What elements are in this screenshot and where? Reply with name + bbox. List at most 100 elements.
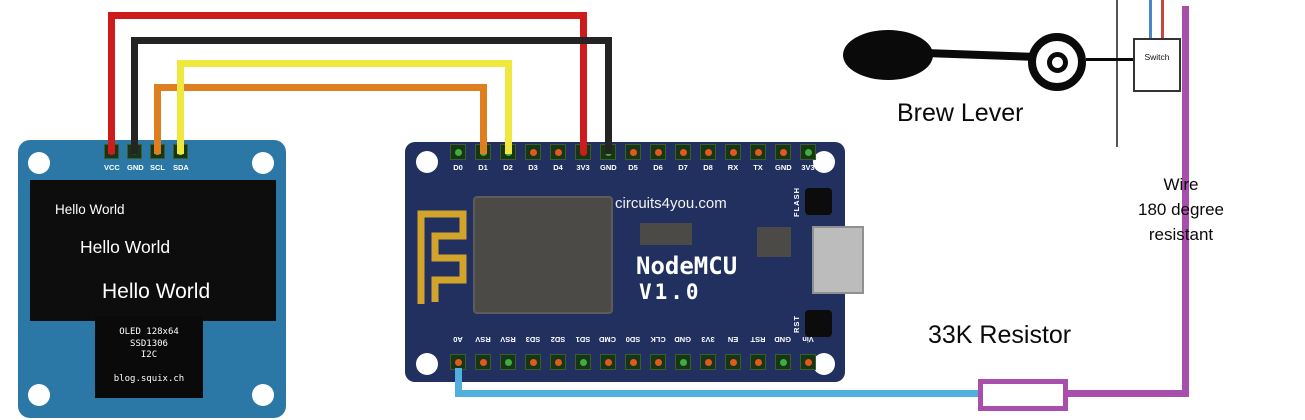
oled-module: VCC GND SCL SDA Hello World Hello World … bbox=[18, 140, 286, 418]
oled-pin-label: VCC bbox=[104, 163, 120, 172]
pin-label: TX bbox=[753, 163, 763, 172]
board-version-text: V1.0 bbox=[639, 280, 702, 304]
pin-label: D8 bbox=[703, 163, 713, 172]
pin-label: Vin bbox=[802, 335, 814, 344]
wire-note-line: 180 degree bbox=[1137, 200, 1225, 219]
pin-label: GND bbox=[774, 335, 791, 344]
pin-label: 3V3 bbox=[801, 163, 815, 172]
pin-label: CLK bbox=[650, 335, 666, 344]
wire-orange-horizontal bbox=[154, 84, 487, 91]
oled-pin-labels: VCC GND SCL SDA bbox=[104, 163, 189, 172]
wire-black-horizontal bbox=[131, 37, 612, 44]
pin-d5 bbox=[625, 144, 641, 160]
oled-screen-text: Hello World bbox=[102, 280, 211, 303]
oled-screen-text: Hello World bbox=[80, 237, 171, 257]
pin-rst bbox=[750, 354, 766, 370]
pin-d6 bbox=[650, 144, 666, 160]
resistor-33k bbox=[978, 379, 1068, 411]
pin-label: A0 bbox=[453, 335, 463, 344]
wire-note-line: resistant bbox=[1148, 225, 1214, 244]
pin-label: RX bbox=[727, 163, 739, 172]
nodemcu-bottom-pin-labels: A0 RSV RSV SD3 SD2 SD1 CMD SD0 CLK GND 3… bbox=[450, 335, 816, 344]
oled-chip-label-line: OLED 128x64 bbox=[119, 327, 179, 337]
pin-d7 bbox=[675, 144, 691, 160]
wire-purple-vertical bbox=[1182, 6, 1189, 397]
pin-label: RSV bbox=[475, 335, 491, 344]
pin-label: D6 bbox=[653, 163, 663, 172]
oled-pin-header bbox=[104, 144, 188, 159]
pin-sd1 bbox=[575, 354, 591, 370]
oled-chip-label-line: I2C bbox=[140, 350, 158, 360]
pin-label: SD0 bbox=[625, 335, 641, 344]
pin-3v3c bbox=[700, 354, 716, 370]
pin-label: D1 bbox=[478, 163, 488, 172]
nodemcu-mount-hole bbox=[416, 151, 438, 173]
nodemcu-mount-hole bbox=[813, 353, 835, 375]
pin-sd2 bbox=[550, 354, 566, 370]
panel-boundary-line bbox=[1116, 0, 1118, 147]
chip-component bbox=[640, 223, 692, 245]
oled-chip-label-footer: blog.squix.ch bbox=[113, 373, 185, 384]
pin-label: 3V3 bbox=[576, 163, 590, 172]
oled-pin-label: SCL bbox=[150, 163, 165, 172]
pin-label: RSV bbox=[500, 335, 516, 344]
oled-chip-label-line: SSD1306 bbox=[130, 338, 168, 349]
usb-connector bbox=[812, 226, 864, 294]
oled-screen: Hello World Hello World Hello World bbox=[30, 180, 276, 321]
wire-red-horizontal bbox=[108, 12, 587, 19]
pin-3v3b bbox=[800, 144, 816, 160]
pin-label: SD1 bbox=[575, 335, 591, 344]
wire-red-vertical-mcu bbox=[580, 12, 587, 154]
wire-purple-horizontal bbox=[1068, 390, 1189, 397]
wire-orange-vertical-oled bbox=[154, 84, 161, 154]
brew-lever-link bbox=[1086, 58, 1134, 61]
pin-label: D3 bbox=[528, 163, 538, 172]
pin-label: GND bbox=[600, 163, 617, 172]
board-model-text: NodeMCU bbox=[636, 252, 738, 280]
pin-gnd4 bbox=[775, 354, 791, 370]
wire-note-line: Wire bbox=[1163, 175, 1199, 194]
pin-label: D4 bbox=[553, 163, 563, 172]
pin-label: GND bbox=[674, 335, 691, 344]
pin-vin bbox=[800, 354, 816, 370]
pin-label: D0 bbox=[453, 163, 463, 172]
wire-black-vertical-mcu bbox=[605, 37, 612, 154]
brew-lever-handle bbox=[843, 30, 933, 80]
wifi-antenna-trace bbox=[417, 210, 467, 304]
pin-rsv1 bbox=[475, 354, 491, 370]
pin-tx bbox=[750, 144, 766, 160]
oled-mount-hole bbox=[28, 384, 50, 406]
pin-label: EN bbox=[727, 335, 739, 344]
board-brand-text: circuits4you.com bbox=[615, 195, 727, 212]
pin-sd3 bbox=[525, 354, 541, 370]
pin-d0 bbox=[450, 144, 466, 160]
oled-pin-label: GND bbox=[127, 163, 144, 172]
flash-button-label: FLASH bbox=[792, 187, 801, 217]
wire-note: Wire 180 degree resistant bbox=[1122, 172, 1240, 247]
nodemcu-top-pin-labels: D0 D1 D2 D3 D4 3V3 GND D5 D6 D7 D8 RX TX… bbox=[450, 163, 816, 172]
brew-lever-pivot-center bbox=[1046, 51, 1068, 73]
pin-gnd2 bbox=[775, 144, 791, 160]
pin-en bbox=[725, 354, 741, 370]
wire-yellow-vertical-oled bbox=[177, 60, 184, 154]
pin-label: 3V3 bbox=[701, 335, 715, 344]
oled-chip-label: OLED 128x64 SSD1306 I2C blog.squix.ch bbox=[95, 316, 203, 398]
switch-feed-wire-blue bbox=[1149, 0, 1152, 40]
nodemcu-mount-hole bbox=[813, 151, 835, 173]
nodemcu-board: D0 D1 D2 D3 D4 3V3 GND D5 D6 D7 D8 RX TX… bbox=[405, 142, 864, 382]
oled-mount-hole bbox=[252, 152, 274, 174]
nodemcu-mount-hole bbox=[416, 353, 438, 375]
pin-clk bbox=[650, 354, 666, 370]
brew-lever-label: Brew Lever bbox=[897, 99, 1024, 127]
wire-orange-vertical-mcu bbox=[480, 84, 487, 154]
pin-d4 bbox=[550, 144, 566, 160]
pin-label: CMD bbox=[598, 335, 616, 344]
switch-feed-wire-red bbox=[1161, 0, 1164, 40]
nodemcu-bottom-pin-header bbox=[450, 354, 816, 370]
esp8266-shield bbox=[473, 196, 613, 314]
switch-label: Switch bbox=[1144, 52, 1170, 62]
pin-sd0 bbox=[625, 354, 641, 370]
pin-label: D5 bbox=[628, 163, 638, 172]
pin-rx bbox=[725, 144, 741, 160]
